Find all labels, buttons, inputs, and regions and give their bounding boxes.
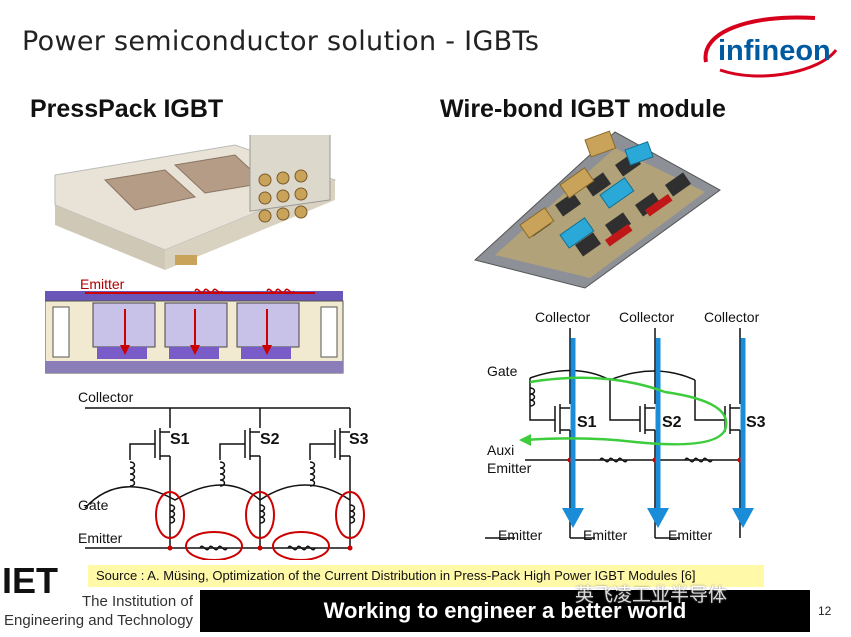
presspack-cross-section [45, 288, 344, 374]
collector-label-2: Collector [619, 309, 675, 325]
circuit-s1-label: S1 [170, 431, 190, 448]
wb-emitter-label-3: Emitter [668, 527, 713, 543]
iet-logo-text: IET [2, 560, 58, 601]
wirebond-circuit [485, 328, 754, 539]
circuit-s3-label: S3 [349, 431, 369, 448]
presspack-heading: PressPack IGBT [30, 95, 224, 123]
collector-label-1: Collector [535, 309, 591, 325]
current-path-arrows [570, 338, 746, 512]
wb-gate-label: Gate [487, 363, 518, 379]
gate-loop-path [524, 376, 728, 446]
logo-text: infineon [718, 35, 831, 67]
auxi-label: Auxi [487, 442, 515, 458]
iet-line1: The Institution of [82, 593, 193, 610]
presspack-photo [54, 135, 337, 270]
cross-section-emitter-label: Emitter [80, 276, 125, 292]
auxi-emitter-label: Emitter [487, 460, 532, 476]
wirebond-heading: Wire-bond IGBT module [440, 95, 726, 123]
circuit-collector-label: Collector [78, 389, 134, 405]
wirebond-module-photo [473, 130, 721, 289]
iet-line2: Engineering and Technology [4, 612, 194, 629]
wb-emitter-label-2: Emitter [583, 527, 628, 543]
presspack-circuit [84, 407, 365, 560]
infineon-logo: infineon [703, 15, 838, 78]
slide-title: Power semiconductor solution - IGBTs [22, 26, 540, 57]
wb-s1-label: S1 [577, 414, 597, 431]
tagline-banner: Working to engineer a better world [200, 590, 810, 632]
circuit-s2-label: S2 [260, 431, 280, 448]
source-citation: Source : A. Müsing, Optimization of the … [88, 565, 764, 587]
circuit-gate-label: Gate [78, 497, 109, 513]
page-number: 12 [818, 604, 832, 618]
circuit-emitter-label: Emitter [78, 530, 123, 546]
wb-s3-label: S3 [746, 414, 766, 431]
iet-logo: IET [2, 560, 58, 601]
collector-label-3: Collector [704, 309, 760, 325]
wb-s2-label: S2 [662, 414, 682, 431]
watermark: 英飞凌工业半导体 [575, 585, 728, 606]
wb-emitter-label-1: Emitter [498, 527, 543, 543]
